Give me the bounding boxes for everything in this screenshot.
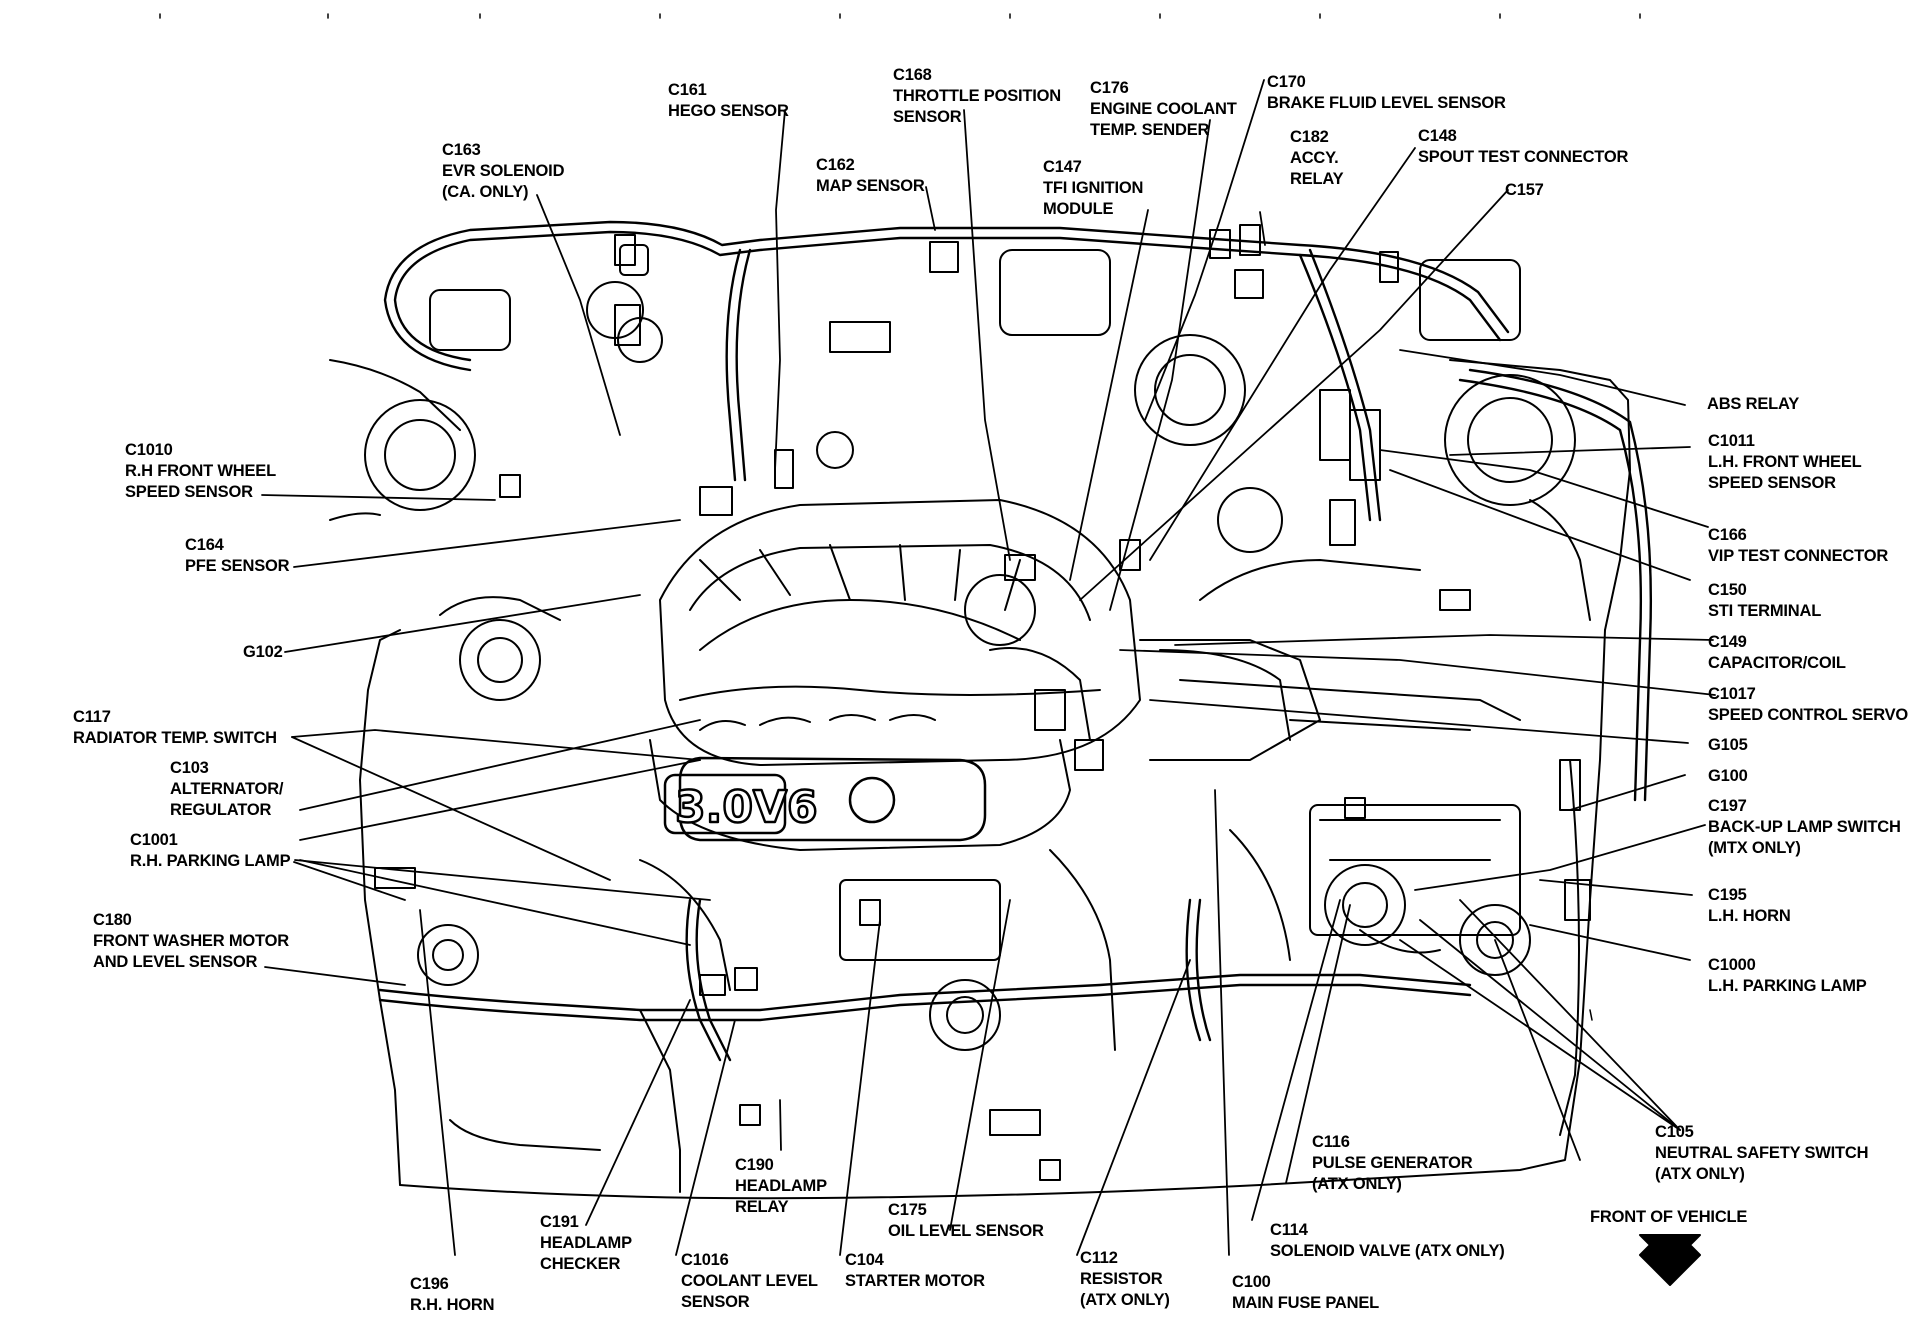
edge-marks (159, 13, 1641, 1021)
callout-g102: G102 (243, 643, 283, 661)
front-arrow-icon (1639, 1234, 1701, 1286)
connector-blocks (374, 224, 1591, 1181)
callout-g100: G100 (1708, 767, 1748, 785)
callout-g105: G105 (1708, 736, 1748, 754)
engine-badge: 3.0V6 (675, 782, 818, 833)
callout-c157: C157 (1505, 181, 1544, 199)
front-of-vehicle-label: FRONT OF VEHICLE (1590, 1208, 1748, 1226)
strut-towers (364, 249, 1576, 1051)
callout-abs-relay: ABS RELAY (1707, 395, 1800, 413)
wiring-harness (378, 220, 1653, 1062)
body-outline (329, 359, 1631, 1200)
engine-block (639, 499, 1321, 1051)
leader-lines (261, 79, 1716, 1256)
valve-cover: 3.0V6 (663, 714, 987, 842)
transaxle-area (1179, 559, 1521, 961)
